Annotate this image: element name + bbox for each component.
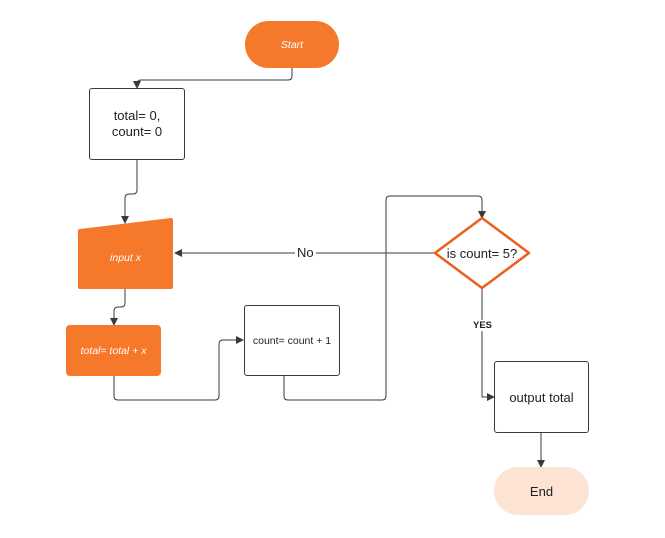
init-node: total= 0, count= 0 xyxy=(89,88,185,160)
increment-label: count= count + 1 xyxy=(252,334,332,347)
init-label-line2: count= 0 xyxy=(111,124,163,139)
input-shape xyxy=(78,218,173,289)
output-label: output total xyxy=(509,389,574,405)
add-node: total= total + x xyxy=(66,325,161,376)
input-label: input x xyxy=(110,251,141,264)
edge-init-to-input xyxy=(121,160,138,224)
edge-add-to-increment xyxy=(113,336,244,401)
decision-diamond xyxy=(433,216,531,290)
start-label: Start xyxy=(280,38,304,51)
output-node: output total xyxy=(494,361,589,433)
start-node: Start xyxy=(245,21,339,68)
input-node: input x xyxy=(78,226,173,289)
increment-node: count= count + 1 xyxy=(244,305,340,376)
yes-edge-label: YES xyxy=(472,320,494,331)
end-node: End xyxy=(494,467,589,515)
edge-start-to-init xyxy=(133,68,293,89)
add-label: total= total + x xyxy=(80,344,147,357)
decision-node: is count= 5? xyxy=(435,241,529,265)
init-label-line1: total= 0, xyxy=(113,108,161,123)
edge-decision-to-output-yes xyxy=(481,288,495,401)
edge-increment-to-decision xyxy=(283,195,486,401)
edge-input-to-add xyxy=(110,289,126,326)
end-label: End xyxy=(529,483,554,499)
no-edge-label: No xyxy=(295,245,316,260)
decision-label: is count= 5? xyxy=(446,245,518,261)
